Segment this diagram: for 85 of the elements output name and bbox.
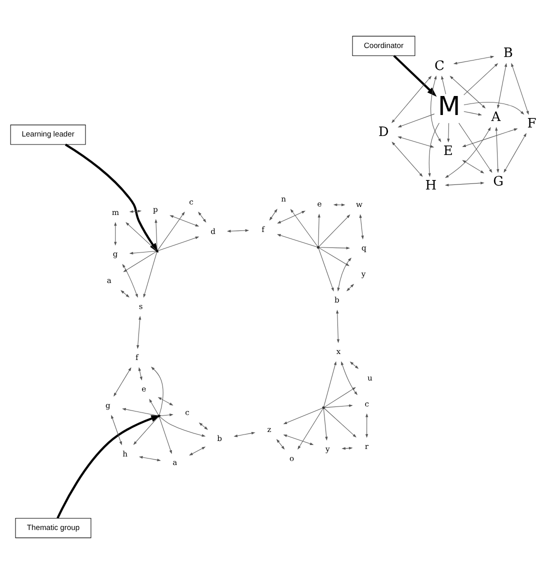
arrow <box>464 63 498 96</box>
arrow <box>283 408 323 424</box>
arrow <box>198 212 206 223</box>
arrow <box>464 111 482 116</box>
arrow <box>149 398 159 416</box>
arrow <box>158 397 174 406</box>
arrow <box>298 408 324 450</box>
arrow <box>160 416 206 437</box>
arrow <box>114 367 132 397</box>
arrow <box>398 136 434 148</box>
arrow <box>324 361 336 407</box>
arrow <box>318 214 320 246</box>
node-text: F <box>527 116 536 132</box>
arrow <box>350 362 359 369</box>
arrow <box>120 290 130 298</box>
arrow <box>319 246 350 250</box>
arrow <box>458 122 492 173</box>
arrow <box>318 214 350 247</box>
arrow <box>158 212 185 250</box>
arrow <box>129 210 142 213</box>
arrow <box>392 142 423 177</box>
arrow <box>324 404 353 408</box>
arrow <box>133 416 158 445</box>
node-text: D <box>378 124 389 140</box>
arrow <box>234 432 256 438</box>
arrow <box>462 160 484 174</box>
arrow <box>337 258 352 292</box>
arrow <box>170 215 200 227</box>
arrow <box>269 208 278 221</box>
arrow <box>276 234 318 248</box>
arrow <box>428 122 440 178</box>
arrow <box>114 222 117 246</box>
arrow <box>391 76 432 124</box>
node-text: E <box>443 144 453 159</box>
arrow <box>497 62 508 109</box>
arrow <box>111 414 122 446</box>
arrow <box>441 76 446 94</box>
arrow <box>318 248 334 292</box>
arrow <box>464 102 524 115</box>
arrow <box>276 439 285 450</box>
node-text: M <box>438 92 460 122</box>
arrow <box>430 75 442 142</box>
node-circle <box>322 406 325 410</box>
arrow <box>283 434 314 445</box>
arrow <box>290 208 318 247</box>
arrow <box>444 182 484 186</box>
arrow <box>333 203 346 206</box>
arrow <box>198 422 208 430</box>
arrow <box>359 214 364 240</box>
arrow <box>158 236 200 251</box>
node-text: G <box>493 174 504 190</box>
arrow <box>450 76 486 108</box>
arrow <box>324 408 356 438</box>
arrow <box>122 408 158 416</box>
arrow <box>445 127 491 178</box>
node-text: B <box>503 46 513 62</box>
arrow <box>160 414 174 416</box>
node-text: C <box>434 58 444 74</box>
node-text: A <box>491 110 501 126</box>
arrow <box>126 222 157 251</box>
arrow <box>393 54 437 97</box>
arrow <box>447 122 450 143</box>
arrow <box>159 416 172 454</box>
arrow <box>323 408 328 441</box>
arrow <box>462 128 518 147</box>
arrow <box>138 456 161 462</box>
arrow <box>504 133 526 173</box>
arrow <box>453 56 494 64</box>
arrow <box>346 284 354 292</box>
node-text: H <box>425 178 437 194</box>
arrow <box>143 252 158 298</box>
arrow <box>398 114 435 128</box>
arrow <box>136 316 142 349</box>
arrow <box>154 218 158 250</box>
arrow <box>277 210 306 224</box>
arrow <box>129 250 156 254</box>
arrow <box>189 446 206 456</box>
arrow <box>226 229 250 232</box>
arrow <box>365 413 368 438</box>
arrow <box>150 366 164 416</box>
arrow <box>336 310 340 344</box>
arrow <box>495 126 500 174</box>
arrow <box>511 62 529 115</box>
arrow <box>138 367 142 381</box>
node-circle <box>316 246 320 249</box>
